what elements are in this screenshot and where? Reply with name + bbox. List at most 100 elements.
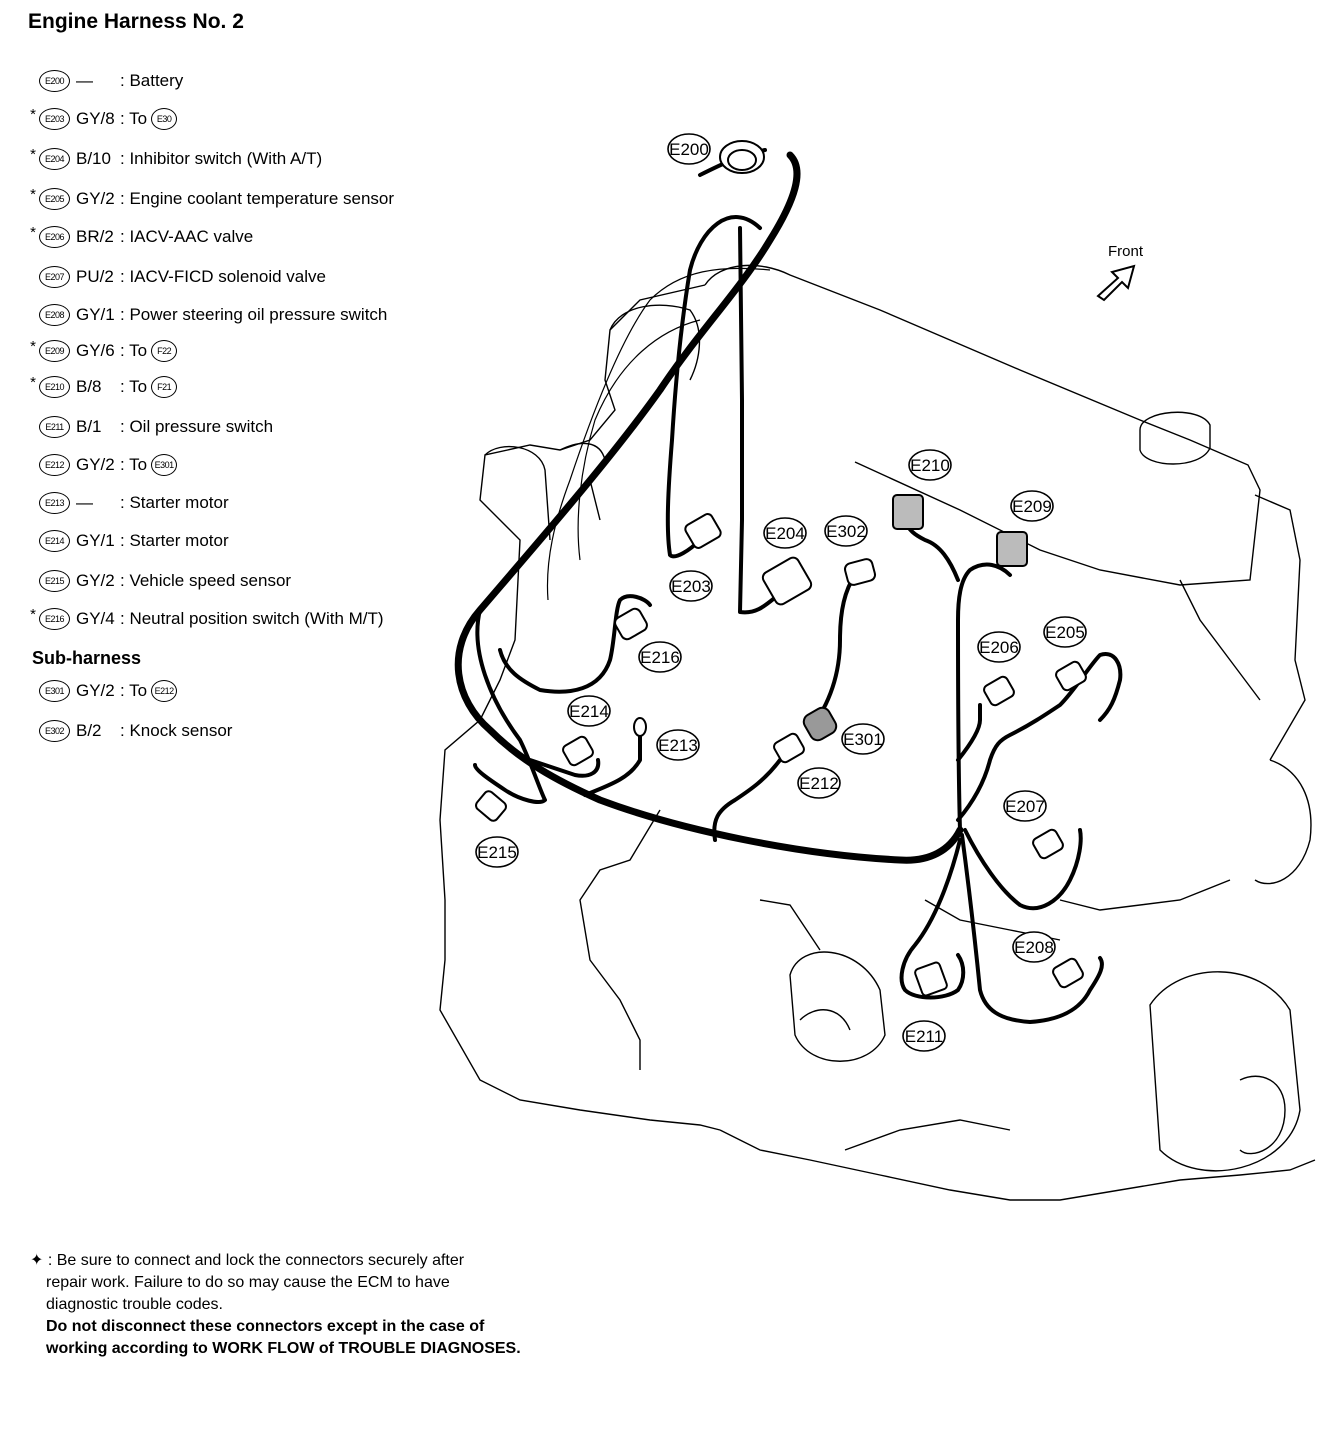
connector-description: : Oil pressure switch	[120, 417, 274, 436]
connector-code-badge: E301	[39, 680, 70, 702]
connector-description: : Vehicle speed sensor	[120, 571, 292, 590]
front-arrow-icon	[1096, 264, 1136, 302]
connector-description: : Starter motor	[120, 531, 229, 550]
connector-code-badge: E216	[39, 608, 70, 630]
wire-color: GY/2	[76, 189, 115, 208]
connector-code-badge: E205	[39, 188, 70, 210]
connector-shapes	[475, 140, 1087, 997]
asterisk-mark: *	[30, 337, 36, 355]
connector-label-e214: E214	[567, 695, 611, 727]
legend-row-e200: E200 — : Battery	[24, 68, 183, 94]
target-connector-badge: E212	[151, 680, 178, 702]
connector-code-badge: E200	[39, 70, 70, 92]
connector-label-e216: E216	[638, 641, 682, 673]
wire-color: GY/6	[76, 341, 115, 360]
target-connector-badge: F21	[151, 376, 178, 398]
connector-label-e213: E213	[656, 729, 700, 761]
legend-row-e215: E215 GY/2 : Vehicle speed sensor	[24, 568, 291, 594]
note-line-3: diagnostic trouble codes.	[46, 1296, 223, 1313]
asterisk-mark: *	[30, 105, 36, 123]
wire-color: —	[76, 71, 93, 90]
wire-color: GY/1	[76, 305, 115, 324]
connector-code-badge: E214	[39, 530, 70, 552]
connector-label-e200: E200	[667, 133, 711, 165]
connector-description: : Knock sensor	[120, 721, 233, 740]
wire-color: GY/2	[76, 681, 115, 700]
legend-row-e213: E213—: Starter motor	[24, 490, 229, 516]
target-connector-badge: F22	[151, 340, 178, 362]
asterisk-mark: *	[30, 145, 36, 163]
connector-label-text: E204	[765, 524, 805, 543]
connector-description: : IACV-FICD solenoid valve	[120, 267, 326, 286]
wire-color: GY/2	[76, 455, 115, 474]
connector-label-e208: E208	[1012, 931, 1056, 963]
connector-code-badge: E208	[39, 304, 70, 326]
connector-code-badge: E211	[39, 416, 70, 438]
wire-color: GY/2	[76, 571, 115, 590]
connector-description: : IACV-AAC valve	[120, 227, 254, 246]
connector-label-text: E212	[799, 774, 839, 793]
connector-description: : Starter motor	[120, 493, 229, 512]
engine-outline	[439, 264, 1316, 1201]
main-harness	[454, 151, 964, 864]
page-title: Engine Harness No. 2	[28, 10, 244, 33]
asterisk-mark: *	[30, 185, 36, 203]
connector-description: : To	[120, 341, 148, 360]
asterisk-mark: *	[30, 373, 36, 391]
connector-code-badge: E213	[39, 492, 70, 514]
wire-color: PU/2	[76, 267, 114, 286]
thin-harness	[546, 267, 771, 601]
connector-label-e215: E215	[475, 836, 519, 868]
connector-label-text: E214	[569, 702, 609, 721]
connector-description: : To	[120, 455, 148, 474]
connector-label-e210: E210	[908, 449, 952, 481]
connector-label-text: E207	[1005, 797, 1045, 816]
subharness-row-e302: E302 B/2 : Knock sensor	[24, 718, 232, 744]
connector-description: : Battery	[120, 71, 184, 90]
connector-description: : To	[120, 681, 148, 700]
wire-color: BR/2	[76, 227, 114, 246]
connector-label-text: E203	[671, 577, 711, 596]
connector-label-e211: E211	[902, 1020, 946, 1052]
connector-code-badge: E302	[39, 720, 70, 742]
connector-label-text: E205	[1045, 623, 1085, 642]
wire-color: B/1	[76, 417, 102, 436]
legend-row-e211: E211 B/1 : Oil pressure switch	[24, 414, 273, 440]
wire-color: B/8	[76, 377, 102, 396]
connector-label-e301: E301	[841, 723, 885, 755]
connector-label-text: E215	[477, 843, 517, 862]
target-connector-badge: E301	[151, 454, 178, 476]
connector-label-text: E209	[1012, 497, 1052, 516]
connector-code-badge: E210	[39, 376, 70, 398]
front-label: Front	[1108, 243, 1144, 260]
connector-label-text: E210	[910, 456, 950, 475]
target-connector-badge: E30	[151, 108, 178, 130]
wire-color: B/2	[76, 721, 102, 740]
connector-label-text: E208	[1014, 938, 1054, 957]
connector-code-badge: E204	[39, 148, 70, 170]
note-line-2: repair work. Failure to do so may cause …	[46, 1274, 450, 1291]
note-line-5: working according to WORK FLOW of TROUBL…	[46, 1340, 521, 1357]
connector-code-badge: E215	[39, 570, 70, 592]
connector-label-text: E200	[669, 140, 709, 159]
legend-row-e214: E214 GY/1 : Starter motor	[24, 528, 229, 554]
connector-label-text: E211	[905, 1027, 943, 1046]
connector-description: : Neutral position switch (With M/T)	[120, 609, 384, 628]
asterisk-mark: *	[30, 605, 36, 623]
connector-label-e206: E206	[977, 631, 1021, 663]
connector-label-text: E216	[640, 648, 680, 667]
footnote: ✦ : Be sure to connect and lock the conn…	[30, 1250, 550, 1360]
wire-color: GY/8	[76, 109, 115, 128]
wire-color: GY/1	[76, 531, 115, 550]
connector-label-text: E301	[843, 730, 883, 749]
connector-label-e205: E205	[1043, 616, 1087, 648]
connector-label-text: E302	[826, 522, 866, 541]
